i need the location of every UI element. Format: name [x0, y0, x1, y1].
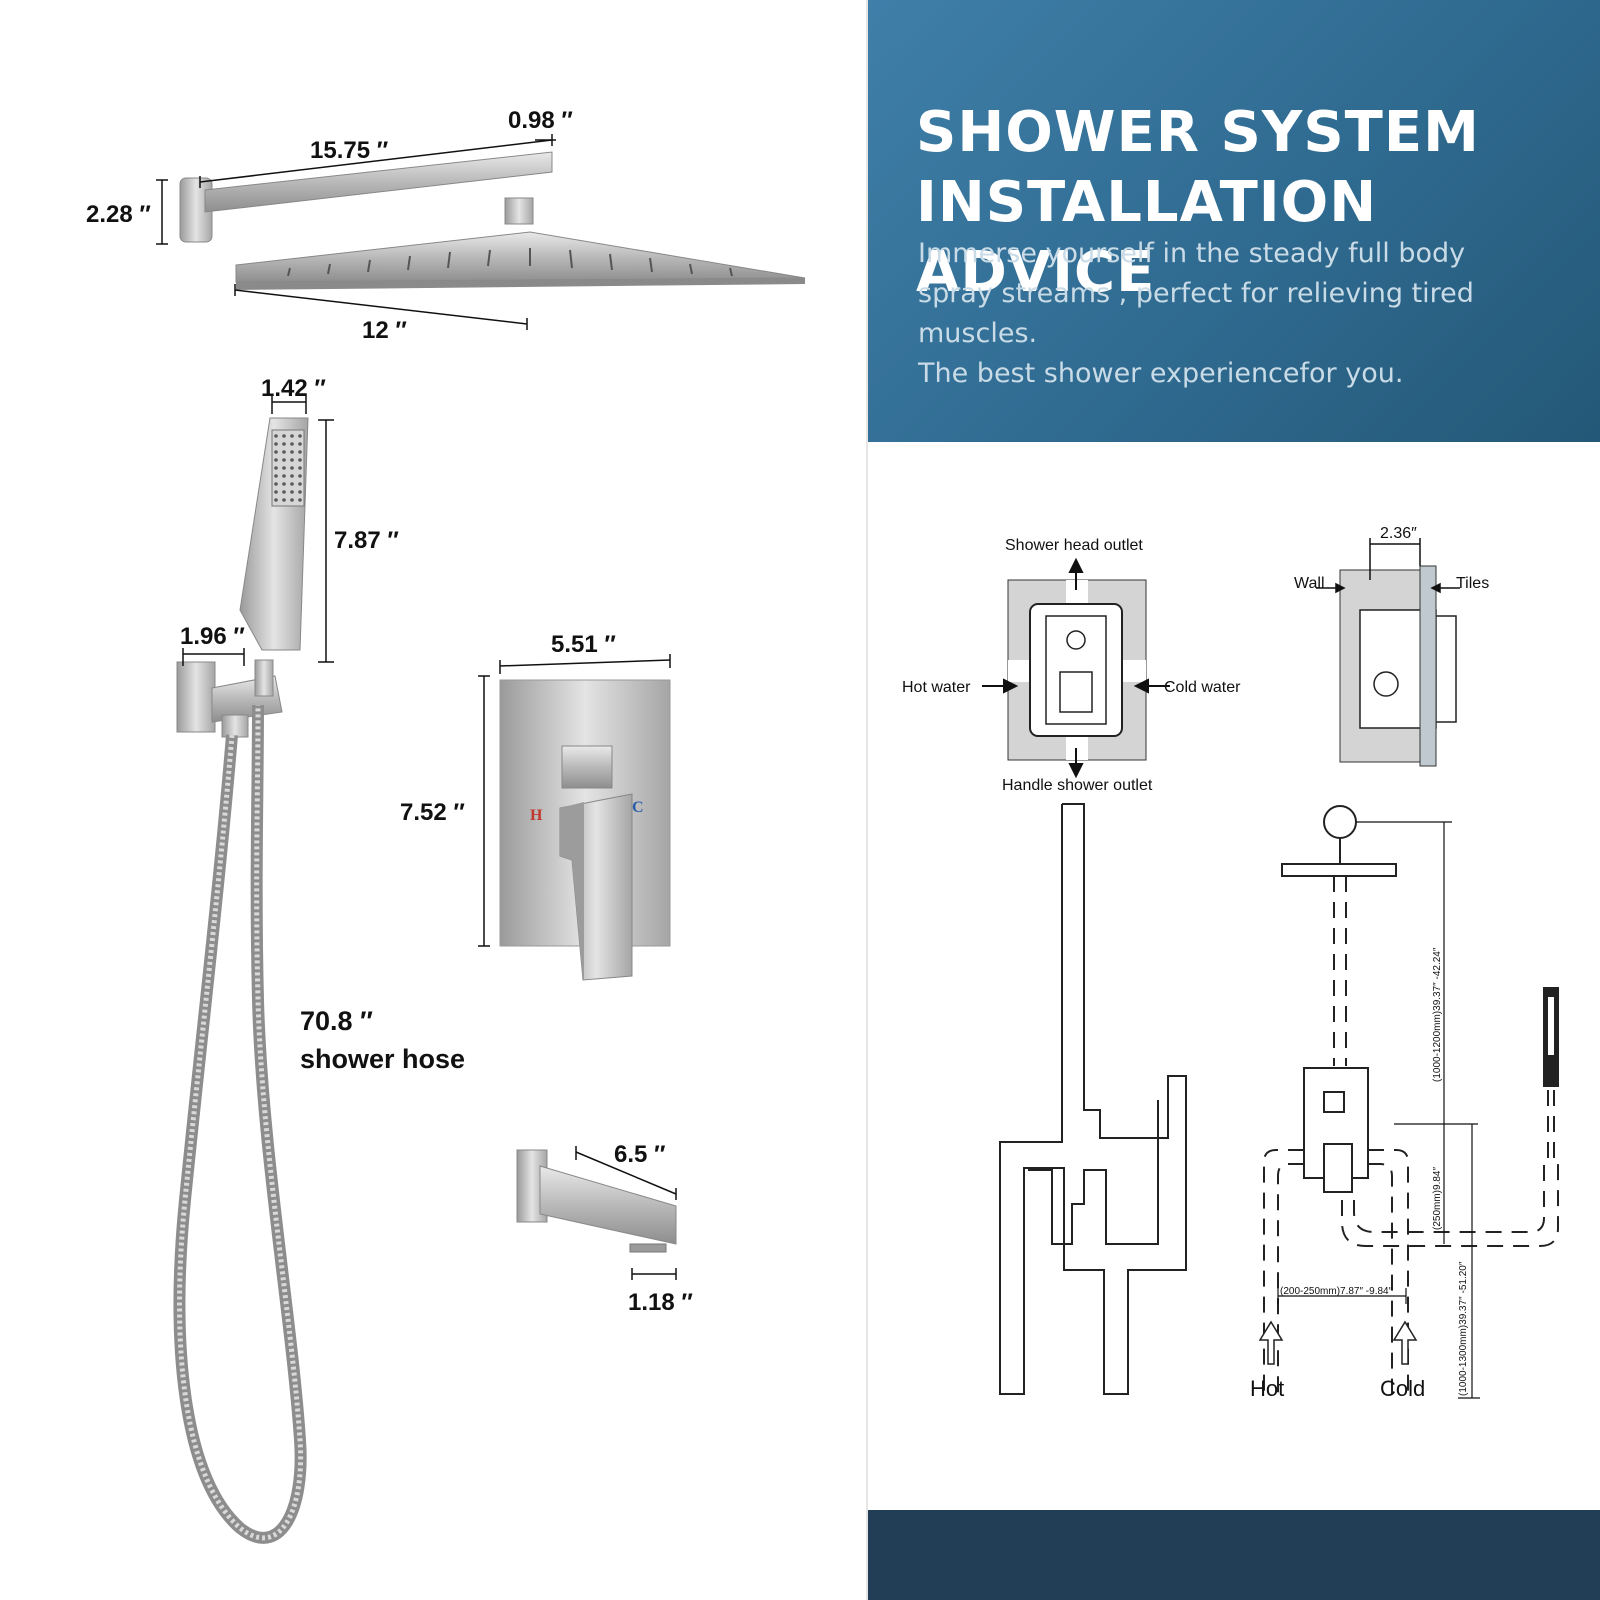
cold-inlet-label: Cold: [1380, 1376, 1425, 1401]
cold-mark: C: [632, 799, 644, 816]
hot-water-label: Hot water: [902, 679, 971, 696]
pipe-spacing-label: (200-250mm)7.87″ -9.84″: [1280, 1286, 1393, 1297]
total-height-label: (1000-1300mm)39.37″ -51.20″: [1458, 1261, 1469, 1396]
installation-panel: SHOWER SYSTEM INSTALLATION ADVICE Immers…: [868, 0, 1600, 1600]
wall-label: Wall: [1294, 575, 1325, 592]
arm-width-label: 0.98 ″: [508, 107, 573, 134]
valve-box-side-view: [1339, 565, 1457, 767]
head-dimension-lines: [156, 134, 556, 330]
hose-length-value: 70.8 ″: [300, 1006, 373, 1036]
product-illustration: 15.75 ″ 0.98 ″ 2.28 ″ 12 ″ 1.42 ″ 7.87 ″…: [86, 107, 806, 1544]
handheld-length-label: 7.87 ″: [334, 527, 399, 554]
hose-label: shower hose: [300, 1044, 466, 1074]
handheld-dimension-lines: [182, 396, 334, 666]
head-width-label: 12 ″: [362, 317, 407, 344]
valve-trim-plate: [499, 679, 671, 981]
hand-shower: [176, 417, 309, 738]
subtitle-line: Immerse yourself in the steady full body: [918, 238, 1466, 269]
cold-water-label: Cold water: [1164, 679, 1241, 696]
panel-divider: [866, 0, 868, 1600]
schematic-dimension-lines: [1277, 821, 1480, 1399]
spout-dimension-lines: [575, 1146, 677, 1280]
installation-diagram: Shower head outlet Handle shower outlet …: [902, 525, 1559, 1401]
title-line-1: SHOWER SYSTEM: [916, 100, 1480, 165]
footer-bar: [868, 1510, 1600, 1600]
hot-inlet-label: Hot: [1250, 1376, 1284, 1401]
tiles-label: Tiles: [1456, 575, 1489, 592]
inlet-arrows: [1258, 1320, 1418, 1365]
plate-width-label: 5.51 ″: [551, 631, 616, 658]
handle-shower-outlet-label: Handle shower outlet: [1002, 777, 1153, 794]
box-depth-label: 2.36″: [1380, 525, 1417, 542]
valve-box-front-view: [1007, 579, 1147, 761]
hot-mark: H: [530, 807, 543, 824]
shower-head-outlet-label: Shower head outlet: [1005, 537, 1143, 554]
valve-height-label: (250mm)9.84″: [1432, 1167, 1443, 1230]
subtitle-line: muscles.: [918, 318, 1038, 349]
tub-spout: [516, 1149, 677, 1253]
shower-hose: [173, 704, 307, 1544]
plate-dimension-lines: [478, 654, 671, 947]
pipe-outline-schematic: [999, 803, 1187, 1395]
holder-width-label: 1.96 ″: [180, 623, 245, 650]
spout-length-label: 6.5 ″: [614, 1141, 666, 1168]
head-height-label: (1000-1200mm)39.37″ -42.24″: [1432, 947, 1443, 1082]
title-line-2: INSTALLATION ADVICE: [916, 170, 1378, 305]
page-title: SHOWER SYSTEM INSTALLATION ADVICE: [916, 98, 1600, 308]
subtitle: Immerse yourself in the steady full body…: [918, 234, 1558, 394]
side-view-dimension-lines: [1316, 538, 1460, 594]
installation-schematic: [1263, 805, 1559, 1394]
hose-length-text: 70.8 ″ shower hose: [300, 1002, 465, 1078]
subtitle-line: The best shower experiencefor you.: [918, 358, 1404, 389]
outlet-arrows: [982, 557, 1170, 779]
arm-length-label: 15.75 ″: [310, 137, 389, 164]
spout-outlet-label: 1.18 ″: [628, 1289, 693, 1316]
rain-shower-head: [179, 151, 806, 290]
header-banner: SHOWER SYSTEM INSTALLATION ADVICE Immers…: [868, 0, 1600, 442]
plate-height-label: 7.52 ″: [400, 799, 465, 826]
flange-height-label: 2.28 ″: [86, 201, 151, 228]
product-dimensions-panel: 15.75 ″ 0.98 ″ 2.28 ″ 12 ″ 1.42 ″ 7.87 ″…: [86, 107, 806, 1544]
subtitle-line: spray streams , perfect for relieving ti…: [918, 278, 1474, 309]
handheld-width-label: 1.42 ″: [261, 375, 326, 402]
